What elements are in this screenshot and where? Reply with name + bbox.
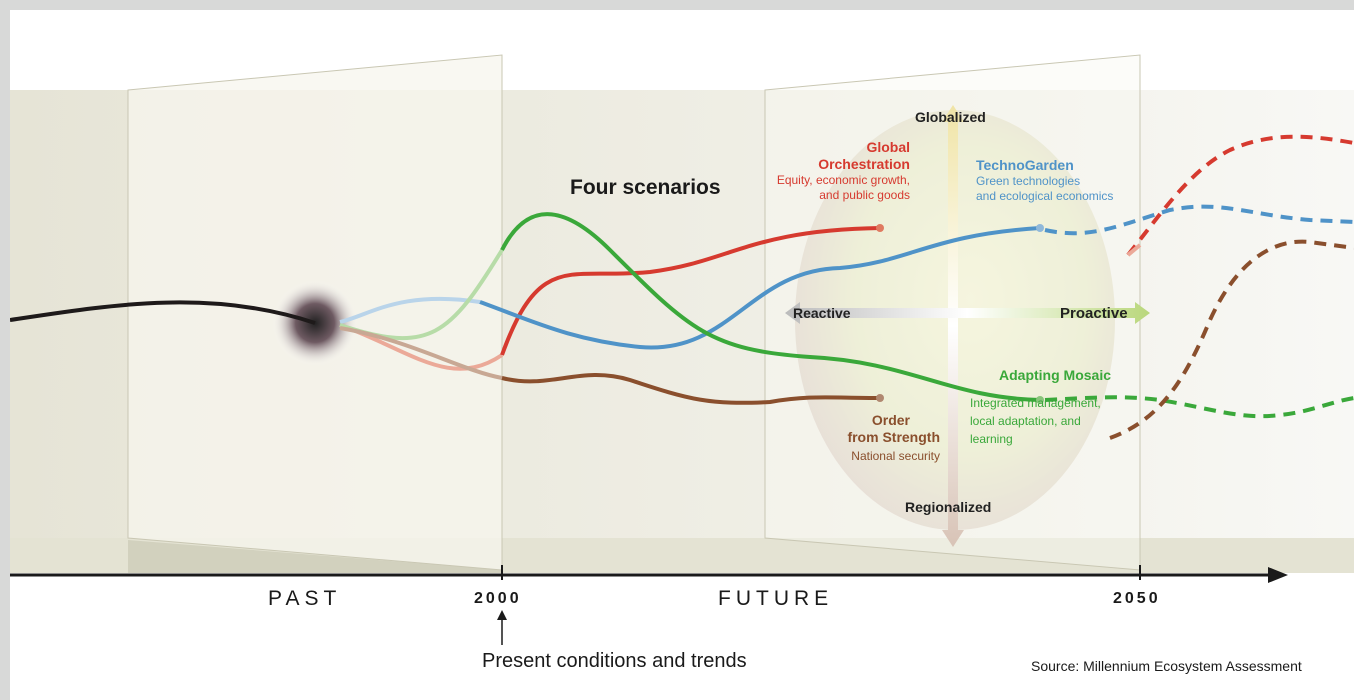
- scenario-name-line: TechnoGarden: [976, 157, 1074, 173]
- scenario-desc-line: learning: [970, 432, 1013, 446]
- present-conditions-note: Present conditions and trends: [482, 650, 747, 672]
- scenario-adapting-mosaic: Adapting Mosaic Integrated management, l…: [970, 367, 1111, 448]
- scenario-name-line: Adapting Mosaic: [999, 367, 1112, 383]
- global-orchestration-future-fade: [1126, 243, 1142, 257]
- diagram-title: Four scenarios: [570, 176, 721, 199]
- order-from-strength-future: [1109, 239, 1354, 440]
- order-from-strength-marker: [876, 394, 884, 402]
- global-orchestration-marker: [876, 224, 884, 232]
- scenario-global-orchestration: Global Orchestration Equity, economic gr…: [770, 139, 910, 203]
- technogarden-marker: [1036, 224, 1044, 232]
- axis-label-globalized: Globalized: [915, 109, 986, 125]
- technogarden-early: [339, 296, 481, 324]
- order-from-strength-early: [339, 326, 503, 380]
- global-orchestration-line: [500, 226, 881, 356]
- scenario-desc-line: Equity, economic growth,: [776, 173, 910, 187]
- technogarden-future: [1044, 204, 1354, 236]
- scenario-diagram: Four scenarios Globalized Regionalized R…: [10, 10, 1354, 700]
- source-credit: Source: Millennium Ecosystem Assessment: [1031, 658, 1302, 674]
- present-pointer-head: [497, 610, 507, 620]
- globalized-regionalized-arrow: [942, 105, 964, 547]
- order-from-strength-line: [501, 373, 881, 405]
- axis-label-proactive: Proactive: [1060, 305, 1128, 322]
- year-2000-label: 2000: [474, 590, 522, 607]
- past-label: PAST: [268, 587, 342, 610]
- scenario-name-line: Order: [871, 412, 910, 428]
- scenario-order-from-strength: Order from Strength National security: [800, 412, 940, 466]
- scenario-desc-line: National security: [851, 449, 940, 463]
- future-label: FUTURE: [718, 587, 834, 610]
- scenario-desc-line: Green technologies: [976, 174, 1081, 188]
- reactive-proactive-arrow: [785, 302, 1150, 324]
- past-trend-line: [10, 300, 316, 325]
- scenario-desc-line: and public goods: [819, 188, 910, 202]
- time-axis-arrowhead: [1268, 567, 1288, 583]
- scenario-desc-line: local adaptation, and: [970, 414, 1081, 428]
- year-2050-label: 2050: [1113, 590, 1161, 607]
- global-orchestration-future: [1126, 134, 1354, 257]
- axis-label-regionalized: Regionalized: [905, 499, 992, 515]
- adapting-mosaic-future: [1044, 395, 1354, 419]
- scenario-name-line: Orchestration: [818, 156, 910, 172]
- scenario-name-line: Global: [866, 139, 910, 155]
- scenario-name-line: from Strength: [847, 429, 940, 445]
- adapting-mosaic-marker: [1036, 396, 1044, 404]
- scenario-desc-line: Integrated management,: [970, 396, 1101, 410]
- axis-label-reactive: Reactive: [793, 305, 851, 321]
- technogarden-line: [479, 226, 1041, 350]
- past-plane-floor: [128, 540, 502, 573]
- diagram-graphics: [10, 54, 1354, 645]
- scenario-desc-line: and ecological economics: [976, 189, 1114, 203]
- scenario-technogarden: TechnoGarden Green technologies and ecol…: [976, 157, 1113, 204]
- adapting-mosaic-line: [500, 212, 1041, 402]
